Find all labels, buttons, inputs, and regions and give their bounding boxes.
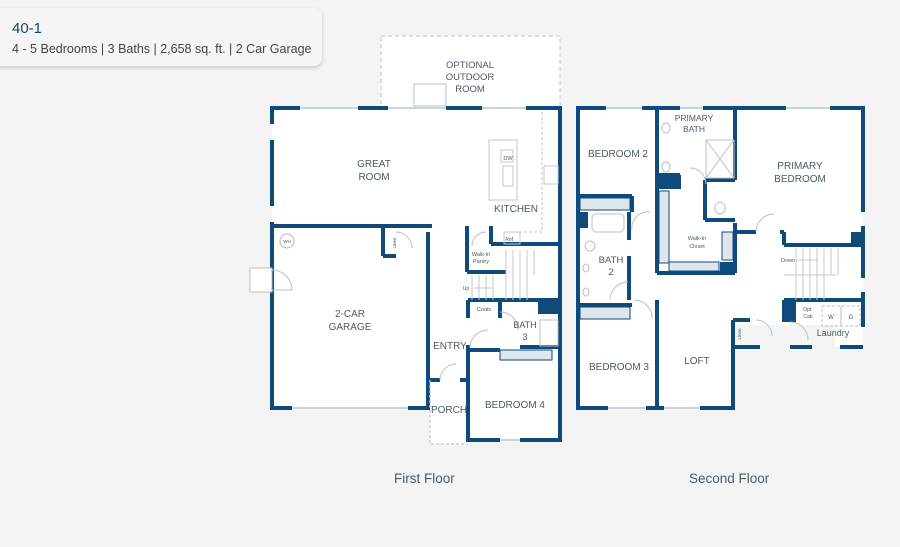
wall-block	[538, 300, 560, 314]
label-up: Up	[463, 286, 470, 292]
plan-specs: 4 - 5 Bedrooms | 3 Baths | 2,658 sq. ft.…	[12, 42, 312, 56]
label-ref: Ref.	[505, 237, 514, 243]
porch-outline	[429, 380, 468, 445]
label-garage: GARAGE	[329, 322, 372, 333]
label-primary-bedroom-2: BEDROOM	[774, 174, 826, 185]
label-bedroom2: BEDROOM 2	[588, 149, 648, 160]
label-opt: Opt.	[803, 307, 812, 313]
shower	[539, 319, 559, 347]
label-bath3: BATH	[513, 320, 536, 330]
label-porch: PORCH	[431, 405, 467, 416]
label-dryer: D	[849, 315, 854, 321]
label-pantry: Pantry	[473, 259, 489, 265]
label-outdoor: OUTDOOR	[446, 72, 495, 83]
second-floor-caption: Second Floor	[689, 471, 770, 486]
label-primary-bath: PRIMARY	[675, 113, 714, 123]
label-coats: Coats	[477, 307, 492, 313]
wall-block	[720, 262, 735, 273]
fixtures	[582, 122, 861, 327]
label-kitchen: KITCHEN	[494, 204, 538, 215]
label-great: GREAT	[357, 159, 391, 170]
label-bedroom3: BEDROOM 3	[589, 362, 649, 373]
label-loft: LOFT	[684, 356, 710, 367]
label-wh: WH	[283, 239, 291, 244]
label-bedroom4: BEDROOM 4	[485, 400, 545, 411]
first-floor-doors	[395, 231, 519, 381]
label-washer: W	[828, 315, 834, 321]
second-floor-plan: BEDROOM 2 PRIMARY BATH PRIMARY BEDROOM W…	[576, 106, 865, 410]
label-closet: Closet	[689, 244, 705, 250]
optional-outdoor-room	[380, 35, 561, 109]
first-floor-windows	[292, 107, 526, 441]
label-optional: OPTIONAL	[446, 60, 494, 71]
label-dw: DW	[503, 156, 513, 162]
wall-block	[655, 175, 681, 189]
wall-block	[578, 212, 588, 228]
second-floor-stairs	[784, 248, 839, 300]
second-floor-windows	[606, 107, 830, 409]
label-laundry: Laundry	[817, 328, 850, 338]
wall-block	[851, 232, 865, 247]
label-down: Down	[781, 258, 795, 264]
label-linen-2: Linen	[737, 328, 742, 340]
label-linen: Linen	[392, 237, 397, 249]
fireplace	[413, 83, 447, 107]
first-floor-stairs	[471, 250, 535, 300]
second-floor-walls	[576, 106, 865, 410]
label-primary-bath-2: BATH	[683, 124, 705, 134]
plan-info-card: 40-1 4 - 5 Bedrooms | 3 Baths | 2,658 sq…	[0, 8, 322, 66]
label-primary-bedroom: PRIMARY	[777, 161, 823, 172]
water-heater-icon	[279, 233, 295, 249]
closets	[579, 190, 734, 320]
first-floor-plan: OPTIONAL OUTDOOR ROOM GREAT ROOM KITCHEN…	[249, 35, 562, 445]
label-walkin: Walk-in	[472, 252, 490, 258]
bedroom4-closet	[499, 349, 553, 361]
wall-block	[782, 300, 796, 322]
second-floor-doors	[609, 167, 809, 341]
label-bath2: BATH	[599, 255, 624, 266]
first-floor-caption: First Floor	[394, 471, 455, 486]
first-floor-walls	[270, 106, 562, 442]
label-walkin-closet: Walk-In	[688, 236, 706, 242]
side-door-swing	[271, 269, 293, 291]
label-2car: 2-CAR	[335, 309, 365, 320]
second-floor-fill	[578, 108, 863, 408]
plan-name: 40-1	[12, 20, 43, 37]
side-door-step	[249, 267, 273, 293]
label-room: ROOM	[455, 84, 485, 95]
label-bath3-num: 3	[522, 332, 527, 342]
first-floor-fill	[272, 108, 560, 444]
label-cab: Cab	[803, 314, 812, 320]
label-great-room: ROOM	[358, 172, 389, 183]
label-bath2-num: 2	[608, 267, 613, 278]
kitchen-counters	[488, 112, 559, 245]
label-entry: ENTRY	[433, 341, 467, 352]
